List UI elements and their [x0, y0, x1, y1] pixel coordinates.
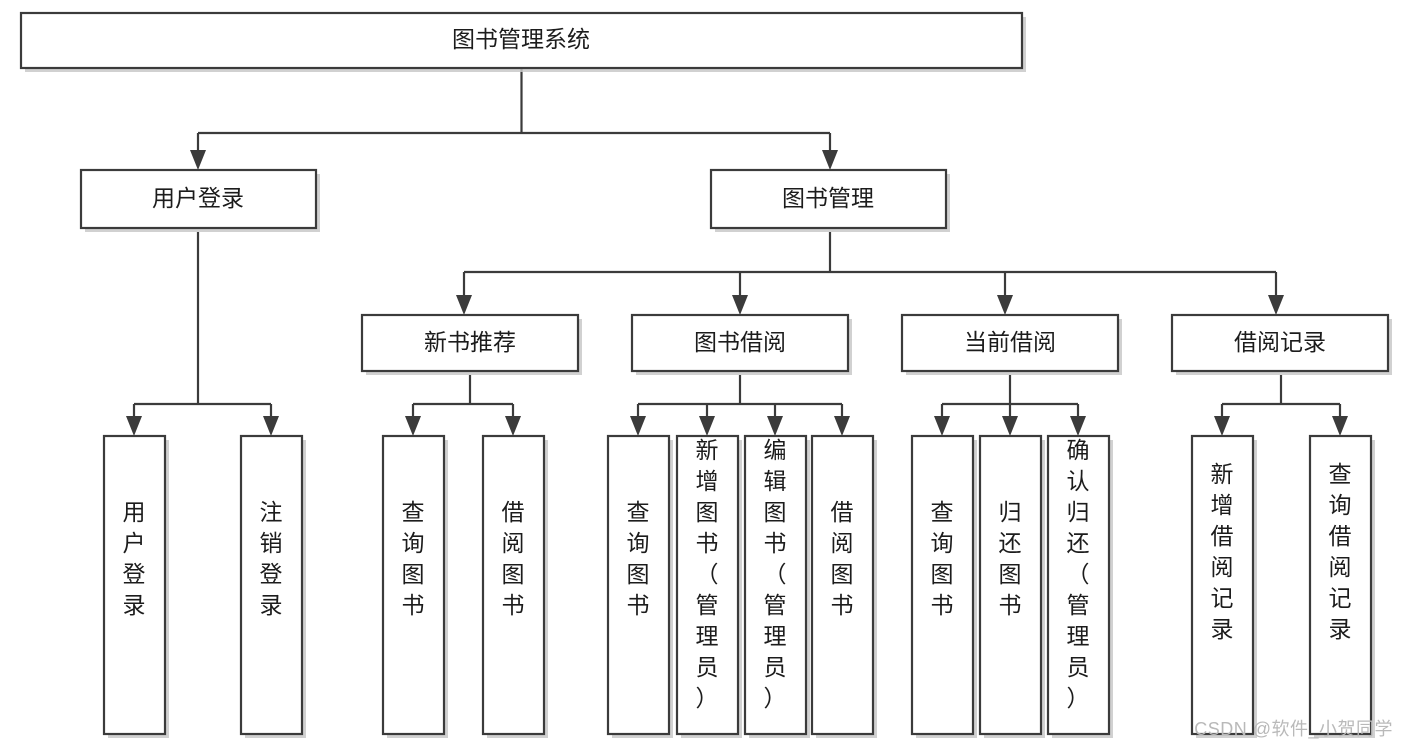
node-leaf-query-book-1[interactable]: 查询图书	[381, 434, 448, 738]
arrow-head-leaf-edit-book	[767, 416, 783, 436]
node-leaf-confirm-return-label: 确认归还（管理员）	[1067, 437, 1090, 711]
node-borrow-record-box[interactable]	[1170, 313, 1390, 373]
node-leaf-return-book[interactable]: 归还图书	[978, 434, 1045, 738]
arrow-head-leaf-confirm-return	[1070, 416, 1086, 436]
node-leaf-add-book[interactable]: 新增图书（管理员）	[675, 434, 742, 738]
node-leaf-borrow-book-1-box[interactable]	[481, 434, 546, 736]
node-leaf-query-book-2-label: 查询图书	[627, 499, 650, 618]
node-leaf-add-book-box[interactable]	[675, 434, 740, 736]
node-leaf-edit-book-box[interactable]	[743, 434, 808, 736]
node-leaf-edit-book[interactable]: 编辑图书（管理员）	[743, 434, 810, 738]
node-leaf-add-record[interactable]: 新增借阅记录	[1190, 434, 1257, 738]
arrow-head-leaf-borrow-book-2	[834, 416, 850, 436]
node-leaf-query-record-label: 查询借阅记录	[1329, 461, 1352, 642]
csdn-watermark: CSDN @软件_小贺同学	[1194, 719, 1393, 739]
node-root-label: 图书管理系统	[452, 26, 590, 52]
node-leaf-add-record-box[interactable]	[1190, 434, 1255, 736]
node-leaf-query-book-3[interactable]: 查询图书	[910, 434, 977, 738]
node-leaf-logout-box[interactable]	[239, 434, 304, 736]
node-leaf-borrow-book-2-box[interactable]	[810, 434, 875, 736]
node-book-borrow[interactable]: 图书借阅	[630, 313, 852, 375]
node-root[interactable]: 图书管理系统	[19, 11, 1026, 72]
node-leaf-borrow-book-2[interactable]: 借阅图书	[810, 434, 877, 738]
node-book-manage[interactable]: 图书管理	[709, 168, 950, 232]
connector-layer	[126, 68, 1348, 436]
arrow-head-leaf-logout	[263, 416, 279, 436]
node-leaf-query-book-1-label: 查询图书	[402, 499, 425, 618]
arrow-head-leaf-return-book	[1002, 416, 1018, 436]
arrow-head-user-login	[190, 150, 206, 170]
node-leaf-add-book-label: 新增图书（管理员）	[696, 437, 719, 711]
arrow-head-leaf-query-record	[1332, 416, 1348, 436]
arrow-head-current-borrow	[997, 295, 1013, 315]
arrow-head-book-manage	[822, 150, 838, 170]
node-book-manage-label: 图书管理	[782, 185, 874, 211]
node-current-borrow-box[interactable]	[900, 313, 1120, 373]
node-user-login-box[interactable]	[79, 168, 318, 230]
node-user-login[interactable]: 用户登录	[79, 168, 320, 232]
node-leaf-return-book-box[interactable]	[978, 434, 1043, 736]
node-leaf-user-login[interactable]: 用户登录	[102, 434, 169, 738]
node-new-book-rec-box[interactable]	[360, 313, 580, 373]
node-leaf-borrow-book-1-label: 借阅图书	[502, 499, 525, 618]
node-new-book-rec-label: 新书推荐	[424, 329, 516, 355]
node-book-borrow-label: 图书借阅	[694, 329, 786, 355]
node-book-borrow-box[interactable]	[630, 313, 850, 373]
node-leaf-confirm-return[interactable]: 确认归还（管理员）	[1046, 434, 1113, 738]
arrow-head-new-book-rec	[456, 295, 472, 315]
arrow-head-book-borrow	[732, 295, 748, 315]
node-leaf-borrow-book-1[interactable]: 借阅图书	[481, 434, 548, 738]
arrow-head-leaf-add-record	[1214, 416, 1230, 436]
node-leaf-edit-book-label: 编辑图书（管理员）	[764, 437, 787, 711]
node-user-login-label: 用户登录	[152, 185, 244, 211]
node-book-manage-box[interactable]	[709, 168, 948, 230]
arrow-head-leaf-query-book-2	[630, 416, 646, 436]
node-leaf-query-book-3-label: 查询图书	[931, 499, 954, 618]
node-leaf-query-record-box[interactable]	[1308, 434, 1373, 736]
node-leaf-query-record[interactable]: 查询借阅记录	[1308, 434, 1375, 738]
node-current-borrow-label: 当前借阅	[964, 329, 1056, 355]
node-leaf-add-record-label: 新增借阅记录	[1211, 461, 1234, 642]
arrow-head-leaf-query-book-3	[934, 416, 950, 436]
node-new-book-rec[interactable]: 新书推荐	[360, 313, 582, 375]
arrow-head-borrow-record	[1268, 295, 1284, 315]
node-leaf-query-book-2-box[interactable]	[606, 434, 671, 736]
arrow-head-leaf-query-book-1	[405, 416, 421, 436]
node-leaf-return-book-label: 归还图书	[999, 499, 1022, 618]
node-leaf-query-book-2[interactable]: 查询图书	[606, 434, 673, 738]
node-leaf-confirm-return-box[interactable]	[1046, 434, 1111, 736]
node-leaf-logout-label: 注销登录	[260, 499, 283, 618]
node-leaf-user-login-label: 用户登录	[123, 499, 146, 618]
node-borrow-record-label: 借阅记录	[1234, 329, 1326, 355]
node-leaf-query-book-1-box[interactable]	[381, 434, 446, 736]
node-leaf-query-book-3-box[interactable]	[910, 434, 975, 736]
node-current-borrow[interactable]: 当前借阅	[900, 313, 1122, 375]
node-root-box[interactable]	[19, 11, 1024, 70]
node-leaf-user-login-box[interactable]	[102, 434, 167, 736]
node-leaf-logout[interactable]: 注销登录	[239, 434, 306, 738]
arrow-head-leaf-user-login	[126, 416, 142, 436]
arrow-head-leaf-borrow-book-1	[505, 416, 521, 436]
arrow-head-leaf-add-book	[699, 416, 715, 436]
node-leaf-borrow-book-2-label: 借阅图书	[831, 499, 854, 618]
node-borrow-record[interactable]: 借阅记录	[1170, 313, 1392, 375]
